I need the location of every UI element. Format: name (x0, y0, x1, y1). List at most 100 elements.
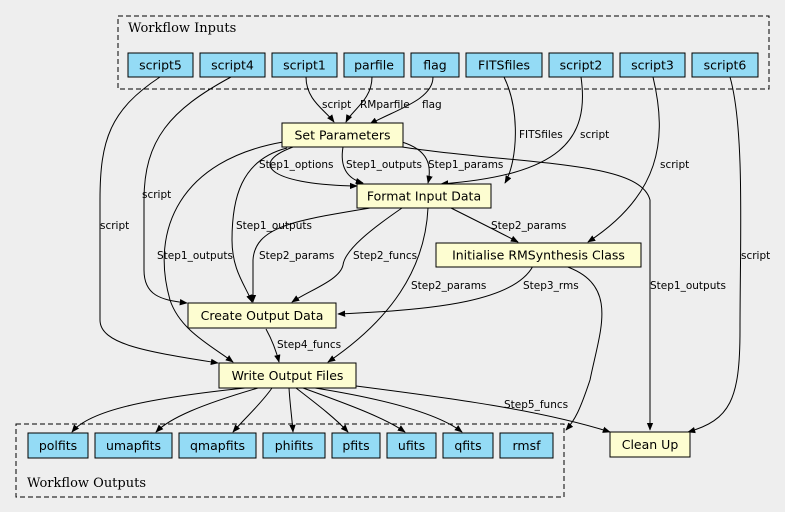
edge-set-format-outputs (341, 146, 364, 185)
edge-script5-write (99, 76, 219, 366)
edge-set-write-outputs (163, 141, 284, 363)
node-label: Set Parameters (294, 128, 390, 143)
node-label: rmsf (512, 438, 541, 453)
edge-label: Step2_params (259, 250, 334, 262)
edge-label: Step1_outputs (650, 280, 726, 292)
node-label: FITSfiles (478, 58, 530, 73)
edge-label: Step2_params (491, 220, 566, 232)
inputs-cluster: Workflow Inputs (117, 15, 770, 90)
edge-init-create-rms (337, 265, 534, 317)
edge-label: Step1_outputs (346, 159, 422, 171)
edge-format-write-params (327, 207, 429, 363)
node-script6[interactable]: script6 (691, 52, 759, 78)
node-polfits[interactable]: polfits (27, 432, 89, 459)
node-script1[interactable]: script1 (271, 52, 338, 78)
node-clean-up[interactable]: Clean Up (609, 431, 691, 458)
node-rmsf[interactable]: rmsf (499, 432, 554, 459)
node-parfile[interactable]: parfile (343, 52, 405, 78)
edge-label: Step1_params (428, 159, 503, 171)
edge-set-create-outputs (231, 147, 288, 303)
node-label: Clean Up (622, 437, 679, 452)
node-pfits[interactable]: pfits (331, 432, 381, 459)
output-nodes: polfits umapfits qmapfits phifits pfits … (27, 432, 554, 459)
edge-flag-set (369, 76, 434, 125)
edge-format-create-params (249, 207, 371, 303)
edge-init-rmsf (564, 265, 603, 431)
edge-label: Step1_options (259, 159, 334, 171)
edge-label: FITSfiles (519, 129, 563, 141)
outputs-cluster-label: Workflow Outputs (27, 476, 146, 491)
edge-write-qfits (314, 387, 463, 433)
node-set-parameters[interactable]: Set Parameters (281, 122, 404, 148)
edge-set-clean-outputs (401, 146, 654, 431)
node-label: Write Output Files (232, 368, 344, 383)
edges (71, 76, 742, 434)
node-create-output-data[interactable]: Create Output Data (187, 302, 337, 329)
node-write-output-files[interactable]: Write Output Files (218, 362, 357, 389)
node-label: script3 (631, 58, 674, 73)
edge-write-pfits (295, 387, 349, 433)
edge-set-format-options (269, 146, 358, 190)
edge-label: script (580, 129, 609, 141)
inputs-cluster-label: Workflow Inputs (128, 21, 236, 36)
edge-parfile-set (345, 76, 373, 123)
node-label: ufits (398, 438, 425, 453)
node-ufits[interactable]: ufits (386, 432, 437, 459)
node-label: phifits (275, 438, 314, 453)
node-label: script2 (560, 58, 603, 73)
node-label: script1 (283, 58, 326, 73)
edge-script6-clean (687, 76, 742, 434)
node-label: qmapfits (190, 438, 245, 453)
edge-write-ufits (302, 387, 406, 433)
edge-label: script (660, 159, 689, 171)
node-label: parfile (354, 58, 394, 73)
edge-format-create-funcs (291, 207, 403, 303)
node-format-input-data[interactable]: Format Input Data (356, 183, 492, 209)
node-initialise-rmsynthesis[interactable]: Initialise RMSynthesis Class (435, 242, 642, 268)
node-flag[interactable]: flag (410, 52, 460, 78)
edge-label: script (100, 220, 129, 232)
node-label: flag (423, 58, 446, 73)
edge-set-format-params (401, 141, 433, 184)
edge-labels: script RMparfile flag FITSfiles script s… (100, 99, 770, 411)
edge-label: Step2_params (411, 280, 486, 292)
edge-create-write-funcs (265, 328, 281, 363)
node-label: Initialise RMSynthesis Class (452, 248, 625, 263)
edge-write-polfits (71, 387, 246, 433)
node-label: polfits (39, 438, 77, 453)
node-qmapfits[interactable]: qmapfits (178, 432, 257, 459)
edge-write-umapfits (155, 387, 259, 433)
edge-label: Step5_funcs (504, 399, 568, 411)
node-label: pfits (342, 438, 369, 453)
node-script2[interactable]: script2 (548, 52, 614, 78)
node-qfits[interactable]: qfits (442, 432, 494, 459)
node-label: script5 (139, 58, 182, 73)
edge-label: Step1_outputs (157, 250, 233, 262)
node-script4[interactable]: script4 (199, 52, 266, 78)
node-label: Create Output Data (201, 308, 324, 323)
edge-label: flag (422, 99, 442, 111)
edge-write-phifits (288, 387, 296, 433)
node-script5[interactable]: script5 (127, 52, 194, 78)
edge-write-qmapfits (232, 387, 273, 433)
edge-label: Step3_rms (523, 280, 579, 292)
edge-label: Step2_funcs (353, 250, 417, 262)
edge-label: script (322, 99, 351, 111)
node-phifits[interactable]: phifits (262, 432, 326, 459)
node-script3[interactable]: script3 (619, 52, 686, 78)
step-nodes: Set Parameters Format Input Data Initial… (187, 122, 691, 458)
node-label: umapfits (106, 438, 161, 453)
edge-label: Step4_funcs (277, 339, 341, 351)
edge-script3-init (587, 76, 660, 243)
edge-script1-set (305, 76, 335, 123)
node-label: script6 (704, 58, 747, 73)
edge-label: Step1_outputs (236, 220, 312, 232)
edge-format-init-params (448, 206, 519, 243)
edge-script2-format (440, 76, 583, 187)
node-fitsfiles[interactable]: FITSfiles (465, 52, 543, 78)
edge-label: script (741, 250, 770, 262)
node-umapfits[interactable]: umapfits (94, 432, 173, 459)
edge-fits-format (503, 76, 516, 184)
node-label: script4 (211, 58, 254, 73)
